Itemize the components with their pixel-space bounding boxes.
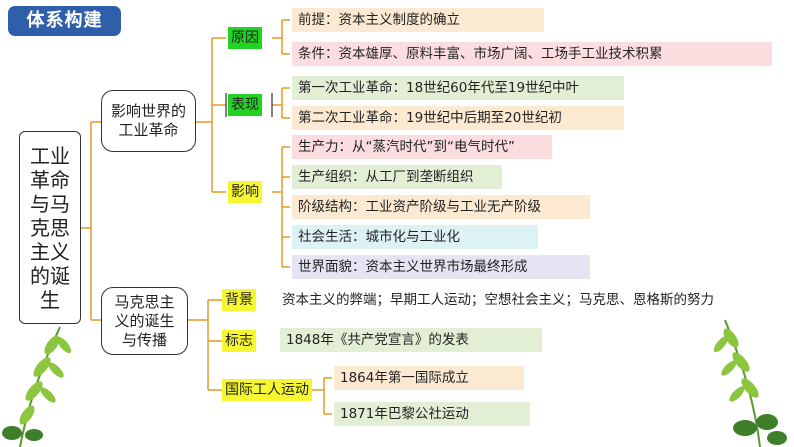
leaf-decoration-right [713,319,787,447]
label-intl-workers: 国际工人运动 [222,379,312,401]
intl-item-first-international: 1864年第一国际成立 [334,366,524,390]
background-text: 资本主义的弊端；早期工人运动；空想社会主义；马克思、恩格斯的努力 [282,292,714,308]
cause-item-premise: 前提：资本主义制度的确立 [292,8,544,32]
branch-industrial-revolution: 影响世界的工业革命 [101,90,196,152]
intl-item-paris-commune: 1871年巴黎公社运动 [334,402,530,426]
leaf-decoration-left [2,326,72,447]
label-manifest: 表现 [228,94,262,116]
impact-item-class: 阶级结构：工业资产阶级与工业无产阶级 [292,195,590,219]
branch-marxism-label: 马克思主义的诞生与传播 [114,292,175,349]
label-background: 背景 [222,289,256,311]
label-sign: 标志 [222,330,256,352]
root-topic-label: 工业革命与马克思主义的诞生 [30,143,70,312]
branch-marxism: 马克思主义的诞生与传播 [101,287,188,355]
sign-text: 1848年《共产党宣言》的发表 [280,328,542,352]
root-topic-box: 工业革命与马克思主义的诞生 [19,131,81,324]
manifest-item-second: 第二次工业革命：19世纪中后期至20世纪初 [292,106,624,130]
label-impact: 影响 [228,181,262,203]
impact-item-social: 社会生活：城市化与工业化 [292,225,538,249]
impact-item-organization: 生产组织：从工厂到垄断组织 [292,165,502,189]
branch-industrial-revolution-label: 影响世界的工业革命 [110,102,186,139]
manifest-item-first: 第一次工业革命：18世纪60年代至19世纪中叶 [292,76,624,100]
label-cause: 原因 [228,27,262,49]
impact-item-productivity: 生产力：从“蒸汽时代”到“电气时代” [292,135,552,159]
cause-item-conditions: 条件：资本雄厚、原料丰富、市场广阔、工场手工业技术积累 [292,42,772,66]
page-title: 体系构建 [8,6,121,36]
impact-item-world: 世界面貌：资本主义世界市场最终形成 [292,255,590,279]
